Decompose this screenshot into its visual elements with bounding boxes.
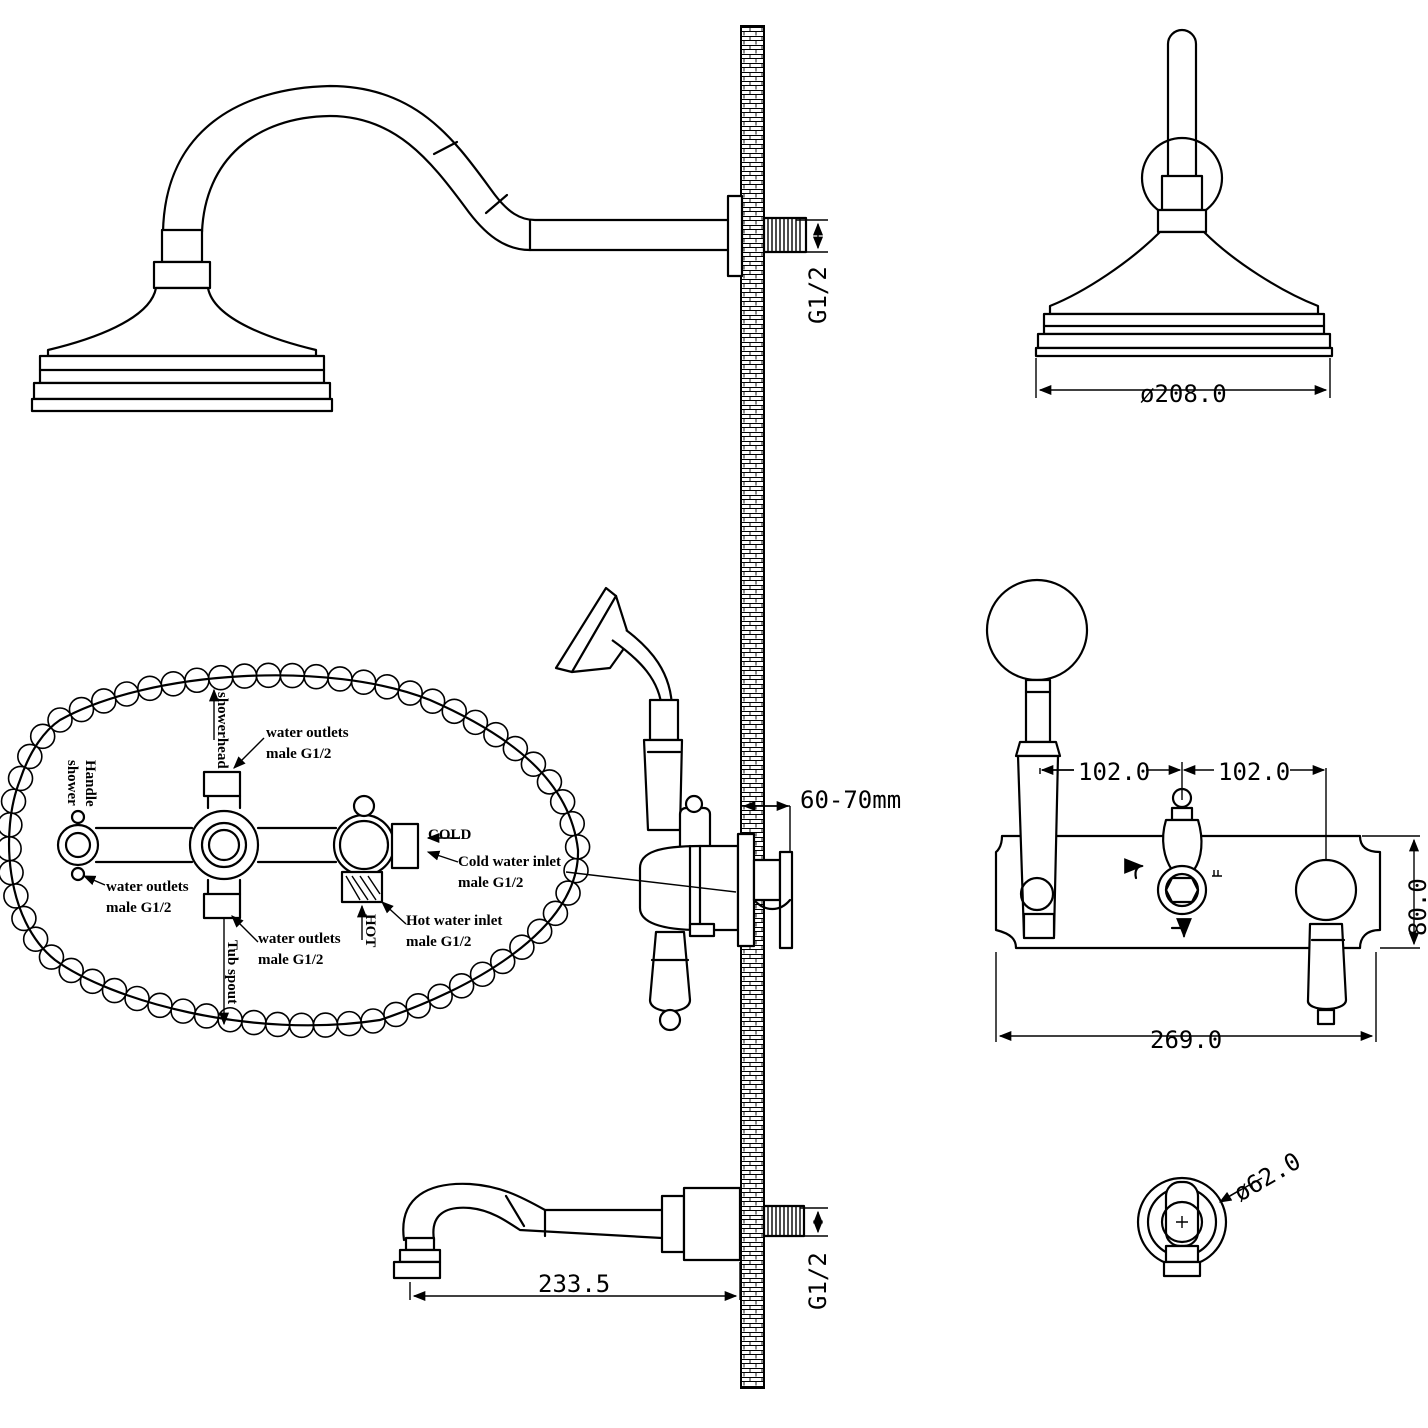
label-outlet-bottom-2: male G1/2 xyxy=(258,952,323,968)
label-handle: Handle xyxy=(82,760,98,807)
label-cold-inlet-1: Cold water inlet xyxy=(458,854,561,870)
bubble-scallop xyxy=(469,961,496,988)
wall-depth-dimension: 60-70mm xyxy=(742,786,901,852)
left-spacing-label: 102.0 xyxy=(1078,758,1150,786)
label-hot-inlet-1: Hot water inlet xyxy=(406,913,502,929)
bubble-scallop xyxy=(509,934,535,961)
bubble-scallop xyxy=(68,696,95,723)
escutcheon-diameter-label: ø62.0 xyxy=(1229,1147,1306,1207)
bubble-scallop xyxy=(502,735,529,762)
brick-wall xyxy=(740,25,765,1389)
bubble-scallops xyxy=(0,662,591,1039)
bubble-scallop xyxy=(419,688,446,714)
bubble-scallop xyxy=(47,707,73,733)
label-hot-inlet-2: male G1/2 xyxy=(406,934,471,950)
bubble-scallop xyxy=(17,743,43,770)
valve-detail-bubble: showerhead Handle shower Tub spout water… xyxy=(0,662,737,1039)
g12-top-label: G1/2 xyxy=(804,266,832,324)
bubble-scallop xyxy=(22,926,49,952)
bubble-scallop xyxy=(441,698,468,725)
bubble-scallop xyxy=(79,968,106,995)
bubble-scallop xyxy=(397,680,423,706)
bubble-scallop xyxy=(38,944,65,970)
label-cold: COLD xyxy=(428,827,472,843)
label-outlet-top-1: water outlets xyxy=(266,725,349,741)
g12-top-dimension: G1/2 xyxy=(796,219,832,324)
right-spacing-label: 102.0 xyxy=(1218,758,1290,786)
bubble-scallop xyxy=(58,957,85,984)
bubble-scallop xyxy=(0,788,27,815)
bubble-scallop xyxy=(563,857,589,884)
label-outlet-left-2: male G1/2 xyxy=(106,900,171,916)
bubble-scallop xyxy=(483,721,509,748)
spout-reach-label: 233.5 xyxy=(538,1270,610,1298)
tub-spout-front: ø62.0 xyxy=(1136,1147,1306,1278)
valve-front-view: 102.0 102.0 80.0 269.0 xyxy=(985,578,1428,1054)
bubble-scallop xyxy=(7,765,34,792)
head-front-view: ø208.0 xyxy=(1034,28,1334,408)
label-outlet-top-2: male G1/2 xyxy=(266,746,331,762)
bubble-scallop xyxy=(101,977,128,1004)
wall-depth-label: 60-70mm xyxy=(800,786,901,814)
label-tub-spout: Tub spout xyxy=(224,940,240,1004)
bubble-scallop xyxy=(462,709,489,736)
bubble-scallop xyxy=(526,918,553,945)
bubble-scallop xyxy=(520,751,547,777)
bubble-scallop xyxy=(489,948,516,975)
plate-width-label: 269.0 xyxy=(1150,1026,1222,1054)
bubble-scallop xyxy=(536,769,563,795)
rain-shower-head-side xyxy=(30,228,334,413)
head-diameter-label: ø208.0 xyxy=(1140,380,1227,408)
bubble-scallop xyxy=(405,993,432,1019)
bubble-scallop xyxy=(555,880,581,906)
bubble-scallop xyxy=(124,985,150,1012)
hand-shower-side xyxy=(554,586,794,1032)
label-outlet-left-1: water outlets xyxy=(106,879,189,895)
bubble-scallop xyxy=(549,788,576,815)
rain-shower-arm xyxy=(161,84,808,278)
label-hot: HOT xyxy=(362,914,378,947)
bubble-scallop xyxy=(427,983,453,1010)
bubble-scallop xyxy=(542,900,569,927)
tub-spout-side: 233.5 G1/2 xyxy=(392,1182,832,1310)
bubble-scallop xyxy=(448,973,475,999)
plate-height-label: 80.0 xyxy=(1404,878,1428,936)
bubble-scallop xyxy=(29,723,56,750)
label-shower: shower xyxy=(64,760,80,806)
bubble-scallop xyxy=(147,992,173,1019)
bubble-scallop xyxy=(11,905,37,932)
label-cold-inlet-2: male G1/2 xyxy=(458,875,523,891)
g12-bottom-label: G1/2 xyxy=(804,1252,832,1310)
bubble-scallop xyxy=(90,688,117,714)
label-outlet-bottom-1: water outlets xyxy=(258,931,341,947)
label-showerhead: showerhead xyxy=(214,692,230,769)
